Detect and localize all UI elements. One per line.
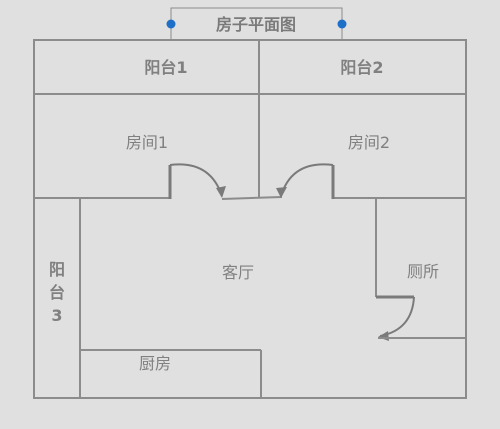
label-kitchen: 厨房	[139, 354, 171, 373]
door-toilet-swing	[379, 296, 415, 337]
label-balcony3-line1: 阳	[49, 260, 65, 279]
title-box[interactable]	[170, 7, 343, 41]
outer-wall	[33, 39, 467, 399]
wall-door-threshold	[221, 196, 283, 200]
door-toilet-arrow	[378, 331, 389, 341]
label-balcony3-line3: 3	[51, 306, 62, 325]
label-balcony3-line2: 台	[49, 283, 65, 302]
door-room1-arrow	[216, 186, 226, 198]
diagram-title: 房子平面图	[216, 15, 296, 34]
label-balcony1: 阳台1	[144, 58, 187, 77]
door-room2-arrow	[276, 187, 287, 198]
label-room2: 房间2	[348, 133, 390, 152]
door-room1-swing	[169, 163, 223, 197]
selection-handle-right[interactable]	[337, 19, 347, 29]
door-room2-swing	[280, 163, 334, 197]
label-room1: 房间1	[126, 133, 168, 152]
selection-handle-left[interactable]	[166, 19, 176, 29]
label-toilet: 厕所	[407, 262, 439, 281]
label-living-room: 客厅	[222, 263, 254, 282]
label-balcony2: 阳台2	[340, 58, 383, 77]
